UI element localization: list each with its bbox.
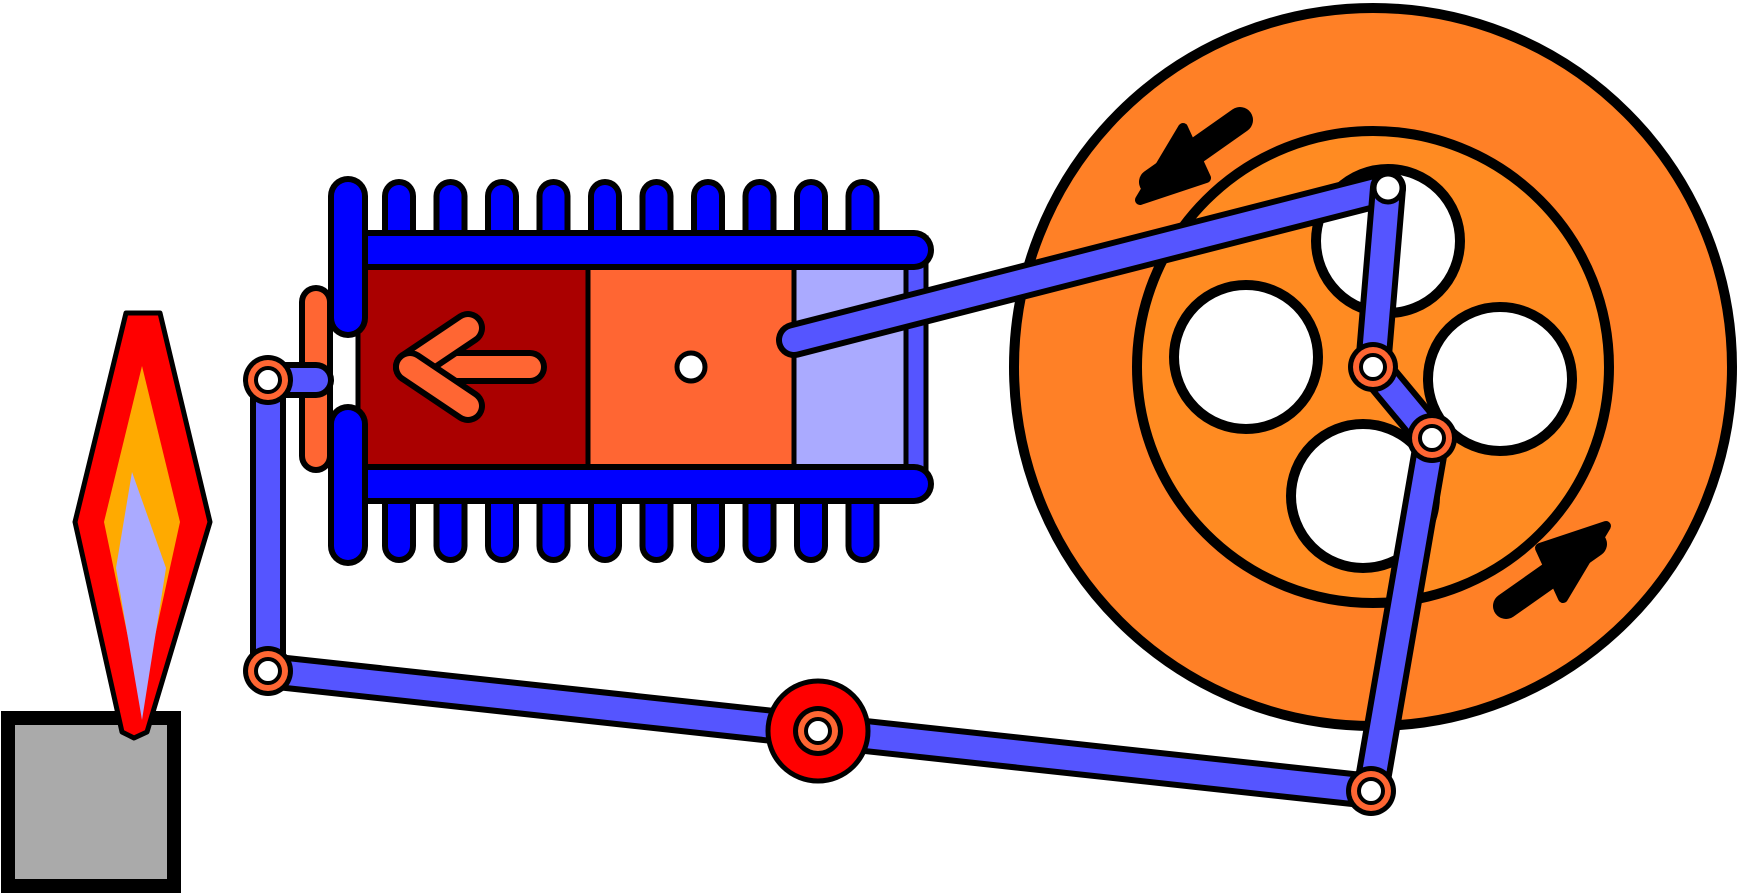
lower-right-pivot-center (1357, 777, 1385, 805)
rocker-fixed-pivot-center (804, 717, 832, 745)
crank-pivot-center-center (1359, 353, 1387, 381)
flame (72, 310, 213, 741)
displacer-pin (674, 350, 708, 384)
crank-pin-top (1371, 171, 1405, 205)
power-top-pivot (243, 355, 293, 405)
flywheel-hole-right (1423, 302, 1577, 456)
crank-link-short (1361, 176, 1400, 379)
cold-chamber-edge (903, 235, 929, 491)
crank-link-long (1359, 426, 1444, 803)
flame-core (116, 472, 166, 720)
crank-pivot-right-center (1418, 424, 1446, 452)
displacer-rod (782, 176, 1400, 352)
rocker-fixed-pivot (793, 706, 843, 756)
crank-pivot-center (1348, 342, 1398, 392)
burner-block (1, 711, 181, 893)
crank-pin-top-center (1371, 171, 1405, 205)
flywheel-hole-left (1169, 280, 1323, 434)
lower-right-pivot (1346, 766, 1396, 816)
left-arrow-icon (393, 311, 547, 423)
rotation-arrow-icon (1135, 107, 1253, 205)
power-bottom-pivot (243, 646, 293, 696)
power-bottom-pivot-center (254, 657, 282, 685)
crank-pivot-right (1407, 413, 1457, 463)
power-top-pivot-center (254, 366, 282, 394)
rotation-arrow-icon (1493, 521, 1611, 619)
